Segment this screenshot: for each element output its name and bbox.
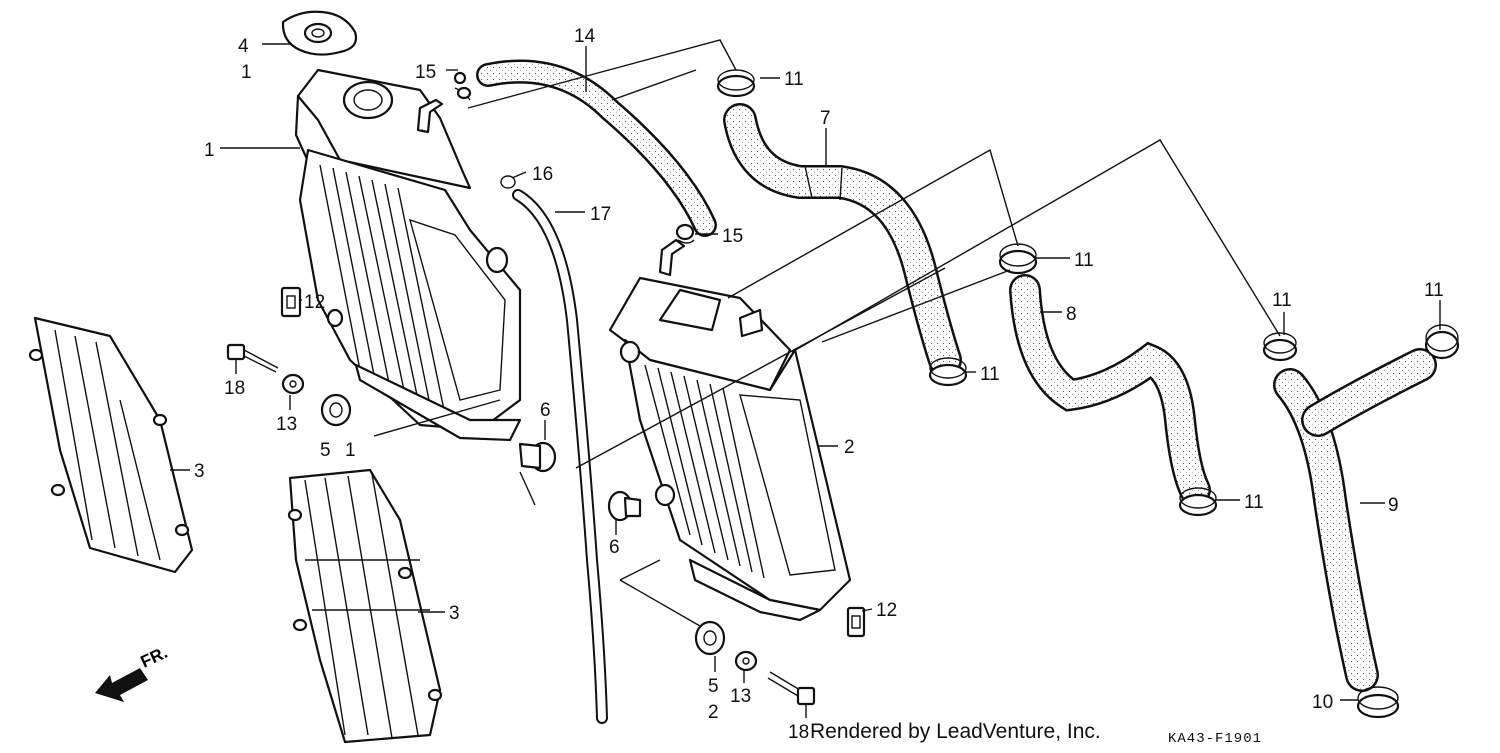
callout-11: 11 — [1424, 280, 1444, 301]
clamp-11-f — [1424, 324, 1460, 360]
leader-lines — [170, 39, 1441, 718]
render-credit: Rendered by LeadVenture, Inc. — [810, 720, 1101, 743]
left-shroud — [28, 316, 194, 574]
clip-15-mid — [675, 223, 695, 244]
clamp-11-d — [1262, 332, 1298, 362]
washer-13-b — [734, 650, 758, 672]
callout-11: 11 — [1244, 492, 1264, 513]
callout-5: 5 — [320, 440, 331, 461]
callout-1: 1 — [345, 440, 356, 461]
callout-14: 14 — [574, 26, 596, 47]
left-radiator — [294, 68, 522, 442]
collar-6-a — [518, 441, 557, 473]
callout-3: 3 — [194, 461, 205, 482]
right-radiator — [608, 238, 852, 622]
hose-9 — [1273, 348, 1437, 692]
callout-2: 2 — [844, 437, 855, 458]
callout-13: 13 — [276, 414, 297, 435]
callout-16: 16 — [532, 164, 553, 185]
callout-13: 13 — [730, 686, 751, 707]
callout-12: 12 — [304, 292, 325, 313]
callout-1: 1 — [204, 140, 215, 161]
callout-5: 5 — [708, 676, 719, 697]
callout-11: 11 — [980, 364, 1000, 385]
callout-1: 1 — [241, 62, 252, 83]
hose-7 — [723, 103, 962, 377]
callout-15: 15 — [415, 62, 436, 83]
radiator-cap — [281, 10, 358, 56]
callout-6: 6 — [540, 400, 551, 421]
hose-14 — [476, 59, 717, 237]
callout-17: 17 — [590, 204, 611, 225]
callout-labels: 4 1 15 14 11 1 7 16 17 15 11 8 11 11 12 … — [194, 26, 1444, 743]
washer-13-a — [281, 373, 305, 395]
clamp-11-c — [928, 357, 968, 387]
cushion-5-a — [320, 393, 352, 427]
cushion-5-b — [694, 620, 726, 656]
front-direction-arrow: FR. — [95, 643, 171, 702]
callout-11: 11 — [784, 69, 804, 90]
callout-2: 2 — [708, 702, 719, 723]
hose-8 — [1009, 274, 1211, 506]
callout-11: 11 — [1272, 290, 1292, 311]
diagram-code: KA43-F1901 — [1168, 731, 1262, 747]
clamp-11-e — [1178, 487, 1218, 517]
callout-3: 3 — [449, 603, 460, 624]
grommet-12-a — [280, 286, 302, 318]
clamp-11-a — [716, 69, 756, 98]
callout-7: 7 — [820, 108, 831, 129]
bolt-18-a — [226, 343, 279, 373]
clip-16 — [500, 175, 516, 189]
clip-15-top — [453, 71, 472, 101]
collar-6-b — [607, 490, 642, 522]
callout-12: 12 — [876, 600, 897, 621]
callout-10: 10 — [1312, 692, 1333, 713]
callout-18: 18 — [224, 378, 245, 399]
callout-8: 8 — [1066, 304, 1077, 325]
right-shroud — [287, 468, 443, 744]
bolt-18-b — [767, 671, 816, 706]
front-marker: FR. — [138, 643, 171, 672]
callout-6: 6 — [609, 537, 620, 558]
callout-9: 9 — [1388, 495, 1399, 516]
callout-15: 15 — [722, 226, 743, 247]
overflow-tube-17 — [512, 189, 608, 724]
clamp-11-b — [998, 243, 1038, 275]
callout-18: 18 — [788, 722, 809, 743]
callout-11: 11 — [1074, 250, 1094, 271]
clamp-10 — [1356, 686, 1400, 719]
callout-4: 4 — [238, 36, 249, 57]
grommet-12-b — [846, 606, 866, 638]
